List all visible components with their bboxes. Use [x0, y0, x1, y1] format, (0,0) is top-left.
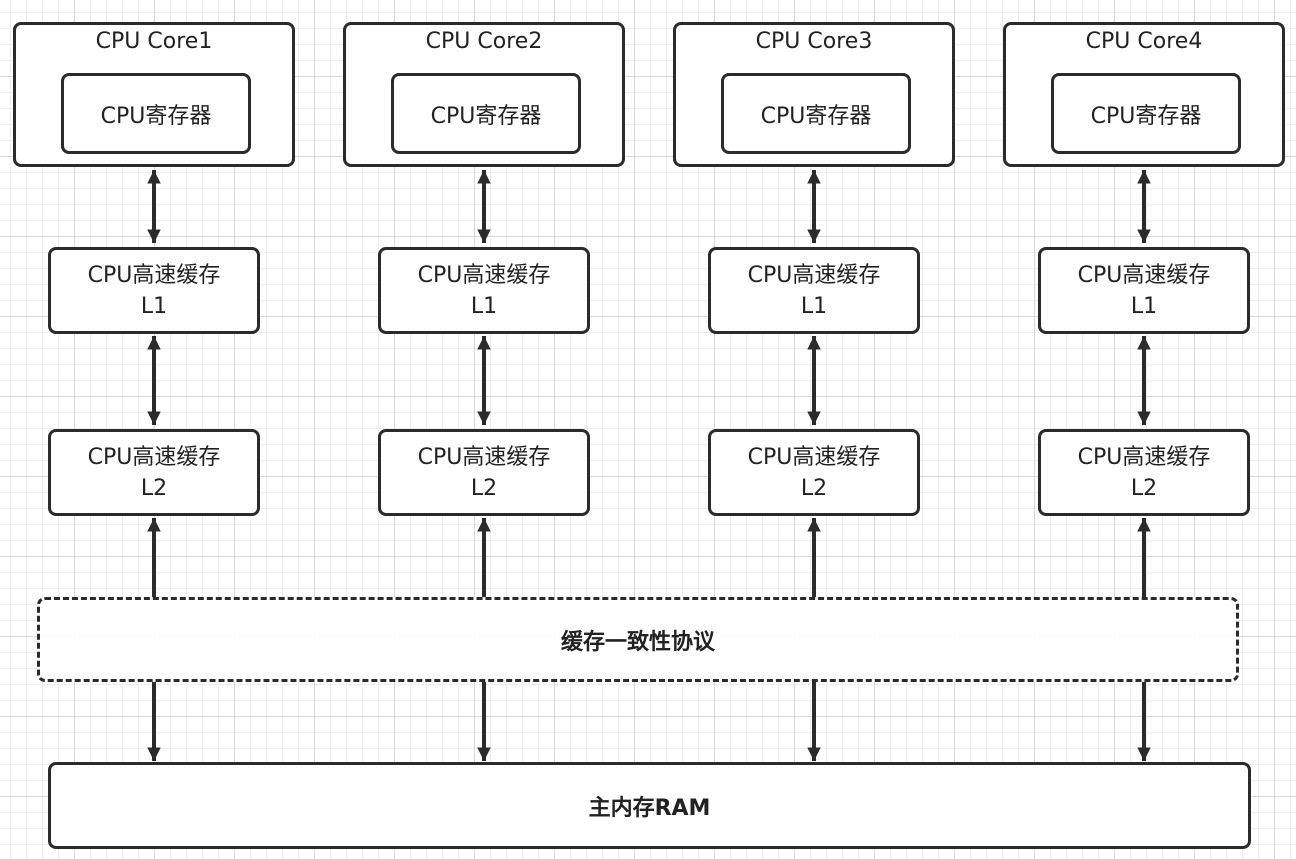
- cpu-core-4: CPU Core4 CPU寄存器: [1003, 22, 1285, 167]
- core-title: CPU Core2: [425, 29, 543, 54]
- protocol-label: 缓存一致性协议: [560, 629, 715, 655]
- l1-cache-2: CPU高速缓存 L1: [378, 247, 590, 334]
- cache-label: CPU高速缓存: [1077, 262, 1211, 288]
- cache-level: L2: [1130, 475, 1158, 501]
- cache-level: L2: [470, 475, 498, 501]
- cache-level: L1: [1130, 293, 1158, 319]
- cache-label: CPU高速缓存: [87, 262, 221, 288]
- l2-cache-4: CPU高速缓存 L2: [1038, 429, 1250, 516]
- cpu-register: CPU寄存器: [391, 73, 581, 154]
- cache-level: L1: [800, 293, 828, 319]
- core-title: CPU Core4: [1085, 29, 1203, 54]
- cpu-core-1: CPU Core1 CPU寄存器: [13, 22, 295, 167]
- l1-cache-1: CPU高速缓存 L1: [48, 247, 260, 334]
- cache-label: CPU高速缓存: [87, 444, 221, 470]
- cache-label: CPU高速缓存: [417, 444, 551, 470]
- core-title: CPU Core1: [95, 29, 213, 54]
- cache-label: CPU高速缓存: [747, 444, 881, 470]
- cache-level: L2: [140, 475, 168, 501]
- l2-cache-1: CPU高速缓存 L2: [48, 429, 260, 516]
- cpu-core-3: CPU Core3 CPU寄存器: [673, 22, 955, 167]
- cache-label: CPU高速缓存: [747, 262, 881, 288]
- cache-label: CPU高速缓存: [1077, 444, 1211, 470]
- cpu-register: CPU寄存器: [721, 73, 911, 154]
- l2-cache-3: CPU高速缓存 L2: [708, 429, 920, 516]
- l2-cache-2: CPU高速缓存 L2: [378, 429, 590, 516]
- cpu-register: CPU寄存器: [1051, 73, 1241, 154]
- cache-level: L1: [140, 293, 168, 319]
- cache-coherence-protocol: 缓存一致性协议: [37, 597, 1239, 682]
- main-memory-ram: 主内存RAM: [48, 762, 1251, 849]
- core-title: CPU Core3: [755, 29, 873, 54]
- cache-level: L1: [470, 293, 498, 319]
- cpu-register: CPU寄存器: [61, 73, 251, 154]
- l1-cache-4: CPU高速缓存 L1: [1038, 247, 1250, 334]
- cache-level: L2: [800, 475, 828, 501]
- ram-label: 主内存RAM: [588, 795, 711, 821]
- l1-cache-3: CPU高速缓存 L1: [708, 247, 920, 334]
- cache-label: CPU高速缓存: [417, 262, 551, 288]
- cpu-core-2: CPU Core2 CPU寄存器: [343, 22, 625, 167]
